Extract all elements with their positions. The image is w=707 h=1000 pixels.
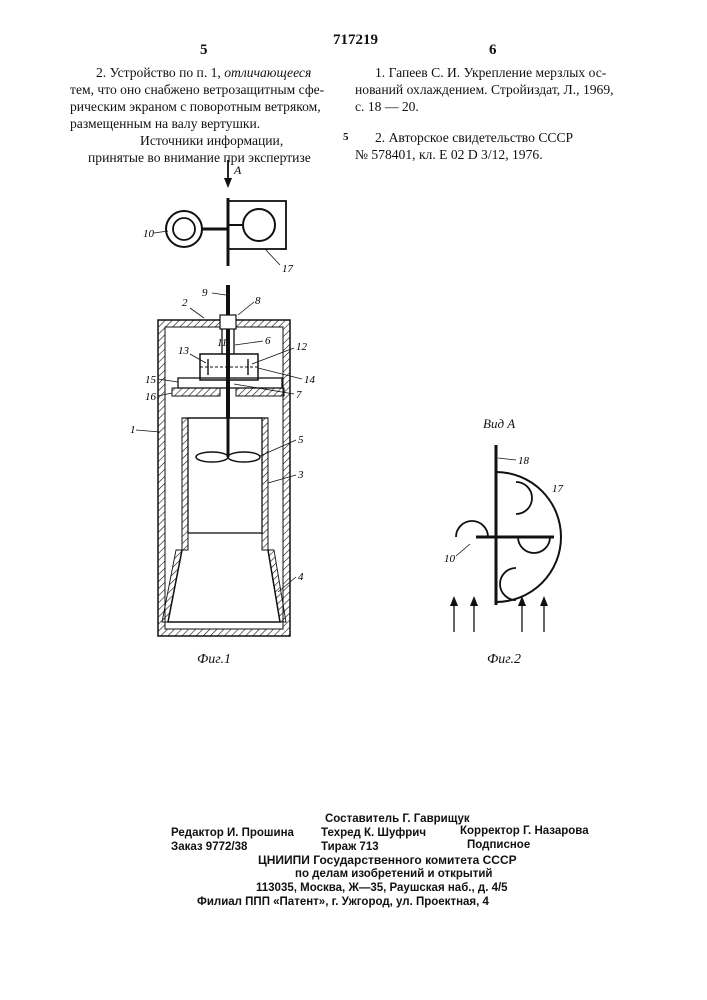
leader-6 — [235, 341, 263, 345]
housing-outer — [158, 320, 290, 636]
cup-left — [456, 521, 488, 537]
reference-line: нований охлаждением. Стройиздат, Л., 196… — [355, 81, 635, 98]
label-3: 3 — [297, 469, 304, 481]
label-8: 8 — [255, 295, 261, 307]
rotor-ring-inner — [173, 218, 195, 240]
page-number-right: 6 — [489, 42, 497, 59]
label-2: 2 — [182, 297, 188, 309]
reference-line: 2. Авторское свидетельство СССР — [355, 129, 635, 146]
branch-address: Филиал ППП «Патент», г. Ужгород, ул. Про… — [197, 895, 489, 909]
leader-8 — [238, 302, 254, 315]
sources-title: Источники информации, — [70, 132, 348, 149]
leader-9 — [212, 293, 226, 295]
leader-2 — [190, 308, 204, 318]
propeller-blade-right — [228, 452, 260, 462]
corrector: Корректор Г. Назарова — [460, 824, 589, 838]
figure-2-caption: Фиг.2 — [487, 652, 521, 668]
label-9: 9 — [202, 287, 208, 299]
claim-line: размещенным на валу вертушки. — [70, 115, 348, 132]
label-13: 13 — [178, 345, 190, 357]
view-arrowhead — [224, 178, 232, 188]
label-16: 16 — [145, 391, 157, 403]
figure-2-drawing: 18 17 10 — [430, 430, 590, 640]
subscription: Подписное — [467, 838, 530, 852]
order-number: Заказ 9772/38 — [171, 840, 247, 854]
leader-13 — [190, 354, 206, 363]
reference-line: 1. Гапеев С. И. Укрепление мерзлых ос- — [355, 64, 635, 81]
cup-bottom — [500, 568, 516, 600]
view-arrow-label: А — [233, 163, 242, 177]
support-16-left — [172, 388, 220, 396]
label-14: 14 — [304, 374, 316, 386]
page-number-left: 5 — [200, 42, 208, 59]
address: 113035, Москва, Ж—35, Раушская наб., д. … — [256, 881, 508, 895]
label-17: 17 — [282, 263, 294, 275]
reference-line: № 578401, кл. Е 02 D 3/12, 1976. — [355, 146, 635, 163]
label-4: 4 — [298, 571, 304, 583]
cup-right — [518, 537, 550, 553]
figure-1-caption: Фиг.1 — [197, 652, 231, 668]
leader-3 — [268, 475, 296, 483]
leader-17 — [265, 249, 280, 265]
label-12: 12 — [296, 341, 308, 353]
margin-line-mark: 5 — [343, 131, 349, 143]
housing-wall — [158, 320, 290, 636]
claim-lead: 2. Устройство по п. 1, — [96, 65, 224, 80]
document-number: 717219 — [333, 32, 378, 49]
figure-1-drawing: А 10 17 9 8 2 6 11 12 13 14 7 — [120, 160, 320, 680]
right-column: 1. Гапеев С. И. Укрепление мерзлых ос- н… — [355, 64, 635, 163]
label-17: 17 — [552, 483, 564, 495]
label-10: 10 — [444, 553, 456, 565]
label-10: 10 — [143, 228, 155, 240]
label-7: 7 — [296, 389, 302, 401]
propeller-blade-left — [196, 452, 228, 462]
inner-pipe-wall — [182, 418, 268, 550]
label-18: 18 — [518, 455, 530, 467]
label-15: 15 — [145, 374, 157, 386]
cup-top — [516, 482, 532, 514]
left-column: 2. Устройство по п. 1, отличающееся тем,… — [70, 64, 348, 166]
leader-18 — [498, 458, 516, 460]
label-6: 6 — [265, 335, 271, 347]
screen-circle — [243, 209, 275, 241]
claim-line: рическим экраном с поворотным ветряком, — [70, 98, 348, 115]
cone — [168, 550, 280, 622]
inner-pipe — [188, 418, 262, 533]
editor: Редактор И. Прошина — [171, 826, 294, 840]
rotor-ring-outer — [166, 211, 202, 247]
organization: ЦНИИПИ Государственного комитета СССР — [258, 853, 517, 867]
claim-distinguishing-word: отличающееся — [224, 65, 311, 80]
shaft-bearing — [220, 315, 236, 329]
leader-10 — [456, 544, 470, 556]
techred: Техред К. Шуфрич — [321, 826, 426, 840]
leader-1 — [136, 430, 160, 432]
compiler: Составитель Г. Гаврищук — [325, 812, 470, 826]
organization-dept: по делам изобретений и открытий — [295, 867, 492, 881]
tirage: Тираж 713 — [321, 840, 379, 854]
label-1: 1 — [130, 424, 136, 436]
reference-line: с. 18 — 20. — [355, 98, 635, 115]
label-5: 5 — [298, 434, 304, 446]
claim-line: тем, что оно снабжено ветрозащитным сфе- — [70, 81, 348, 98]
label-11: 11 — [217, 337, 227, 349]
support-16-right — [236, 388, 284, 396]
